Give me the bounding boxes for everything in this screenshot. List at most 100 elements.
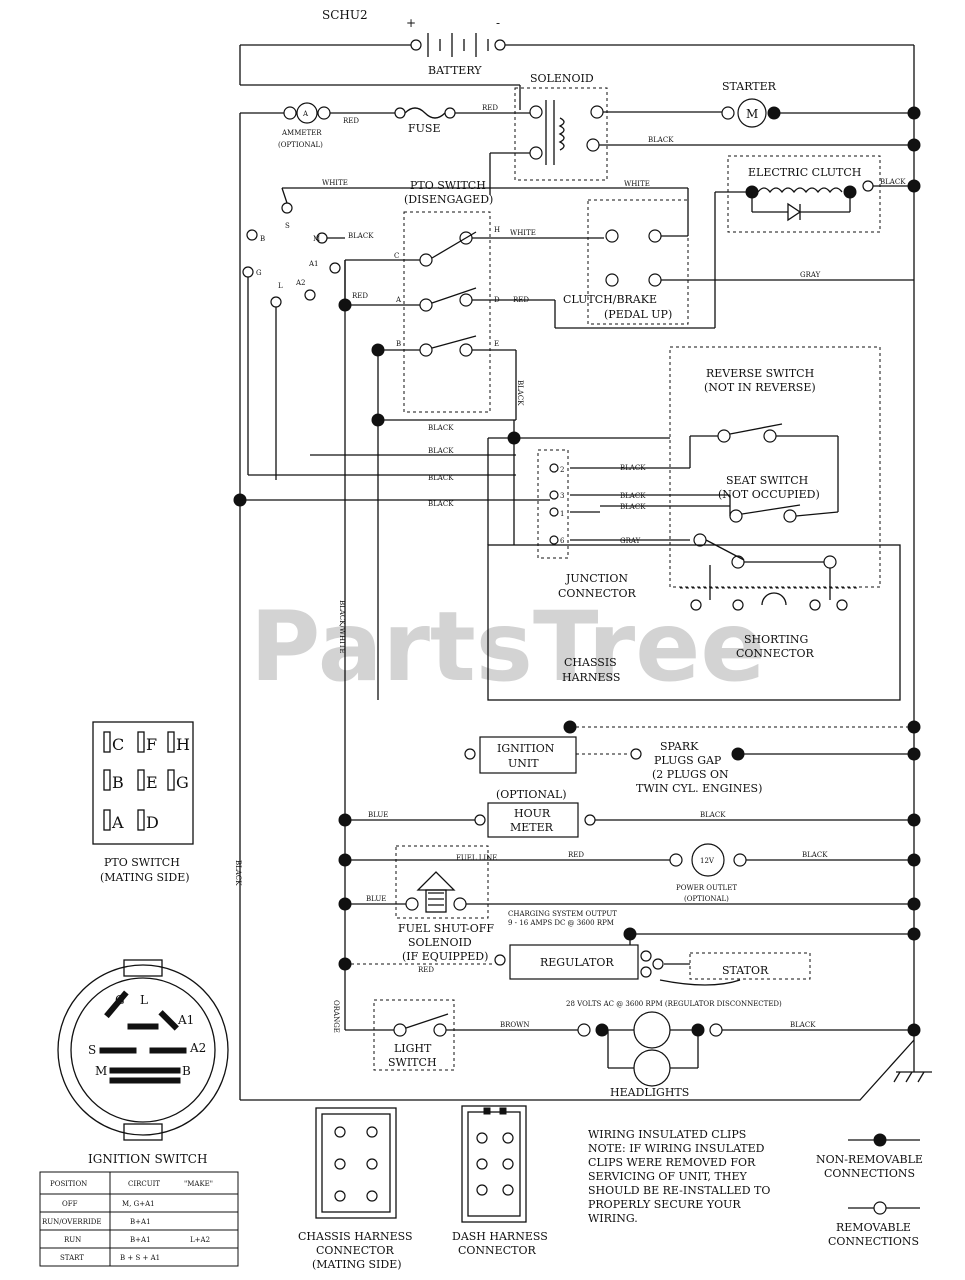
wire-red-3: RED [513,296,529,304]
junction-label-2: CONNECTOR [558,587,636,600]
pto-mating-g: G [176,773,189,792]
seat-label-2: (NOT OCCUPIED) [718,488,820,501]
wire-black-white: BLACK/WHITE [338,600,346,654]
charging-line-1: CHARGING SYSTEM OUTPUT [508,910,617,918]
wire-black-9: BLACK [234,860,242,886]
legend-removable-1: REMOVABLE [836,1221,911,1234]
starter: STARTER M [721,80,781,128]
ign-term-s: S [285,222,290,230]
legend-nonremovable-1: NON-REMOVABLE [816,1153,923,1166]
seat-label-1: SEAT SWITCH [726,474,808,487]
wire-black-12: BLACK [620,503,646,511]
ign-face-a1: A1 [177,1013,194,1027]
spark-line-2: PLUGS GAP [654,754,722,767]
power-outlet-label-2: (OPTIONAL) [684,895,729,903]
note-line-3: CLIPS WERE REMOVED FOR [588,1156,756,1169]
hour-meter-label-1: HOUR [514,807,551,820]
wire-black-11: BLACK [620,492,646,500]
pto-mating-c: C [112,735,124,754]
pto-mating-h: H [176,735,190,754]
wire-gray-1: GRAY [800,271,821,279]
spark-line-1: SPARK [660,740,699,753]
reverse-label-2: (NOT IN REVERSE) [704,381,816,394]
ign-term-g: G [256,269,262,277]
solenoid-label: SOLENOID [530,72,594,85]
shorting-label-2: CONNECTOR [736,647,814,660]
note-line-6: PROPERLY SECURE YOUR [588,1198,741,1211]
power-outlet-label-1: POWER OUTLET [676,884,737,892]
pto-term-b: B [396,340,401,348]
starter-symbol: M [746,107,758,121]
chassis-conn-line-1: CHASSIS HARNESS [298,1230,413,1243]
junction-connector: 2 3 1 6 JUNCTION CONNECTOR [537,449,636,600]
pto-mating-title-2: (MATING SIDE) [100,871,190,884]
fuse-label: FUSE [408,122,440,135]
charging-line-2: 9 - 16 AMPS DC @ 3600 RPM [508,919,614,927]
jc-pin-3: 3 [560,492,564,500]
tbl-r0-pos: OFF [62,1200,78,1208]
ammeter-label-1: AMMETER [281,129,322,137]
wire-black-1: BLACK [648,136,674,144]
pto-mating-b: B [112,773,124,792]
regulator: REGULATOR [509,944,664,980]
pto-term-e: E [494,340,499,348]
watermark: PartsTree [250,591,765,703]
tbl-r2-make: L+A2 [190,1236,210,1244]
solenoid: SOLENOID [514,72,608,181]
tbl-h-position: POSITION [50,1180,87,1188]
wire-black-13: BLACK [700,811,726,819]
ign-face-g: G [115,993,125,1007]
tbl-h-circuit: CIRCUIT [128,1180,160,1188]
seat-switch: SEAT SWITCH (NOT OCCUPIED) [718,474,839,523]
tbl-r3-circuit: B + S + A1 [120,1254,160,1262]
headlights-label: HEADLIGHTS [610,1086,689,1099]
ign-term-b: B [260,235,265,243]
chassis-label-1: CHASSIS [564,656,617,669]
pto-term-c: C [394,252,399,260]
wire-black-10: BLACK [620,464,646,472]
ground-symbol [893,1036,932,1083]
reverse-switch: REVERSE SWITCH (NOT IN REVERSE) [689,367,839,512]
jc-pin-1: 1 [560,510,564,518]
fuel-line-label: FUEL LINE [456,854,497,862]
shorting-connector: SHORTING CONNECTOR [680,533,860,660]
pto-mating-a: A [111,813,124,832]
pto-switch-label-2: (DISENGAGED) [404,193,493,206]
chassis-label-2: HARNESS [562,671,620,684]
regulator-label: REGULATOR [540,956,614,969]
power-outlet: 12V POWER OUTLET (OPTIONAL) [669,843,747,903]
ammeter: A AMMETER (OPTIONAL) [278,102,331,149]
wire-white-2: WHITE [510,229,536,237]
fuel-label-2: SOLENOID [408,936,472,949]
clutch-brake: CLUTCH/BRAKE (PEDAL UP) [563,199,689,325]
battery-label: BATTERY [428,64,482,77]
wire-blue-2: BLUE [366,895,386,903]
legend: NON-REMOVABLE CONNECTIONS REMOVABLE CONN… [816,1133,923,1248]
wire-black-15: BLACK [790,1021,816,1029]
note-line-5: SHOULD BE RE-INSTALLED TO [588,1184,770,1197]
wire-red-5: RED [568,851,584,859]
ign-term-a2: A2 [295,279,306,287]
fuel-label-3: (IF EQUIPPED) [402,950,488,963]
wire-black-3: BLACK [348,232,374,240]
pto-mating-title-1: PTO SWITCH [104,856,180,869]
wire-gray-2: GRAY [620,537,641,545]
stator-note: 28 VOLTS AC @ 3600 RPM (REGULATOR DISCON… [566,1000,782,1008]
pto-term-a: A [395,296,402,304]
ign-face-m: M [95,1064,107,1078]
hour-meter: (OPTIONAL) HOUR METER [474,788,596,838]
ign-term-l: L [278,282,283,290]
headlights: HEADLIGHTS [577,1011,723,1099]
spark-plugs: SPARK PLUGS GAP (2 PLUGS ON TWIN CYL. EN… [636,740,762,795]
dash-harness-connector: DASH HARNESS CONNECTOR [452,1105,548,1257]
tbl-r1-circuit: B+A1 [130,1218,151,1226]
wire-black-6: BLACK [428,500,454,508]
battery: + - BATTERY [240,16,880,77]
stator: STATOR [659,952,811,986]
wire-orange: ORANGE [332,1000,340,1033]
wire-red-4: RED [352,292,368,300]
ammeter-label-2: (OPTIONAL) [278,141,323,149]
jc-pin-2: 2 [560,466,564,474]
wire-red-2: RED [482,104,498,112]
